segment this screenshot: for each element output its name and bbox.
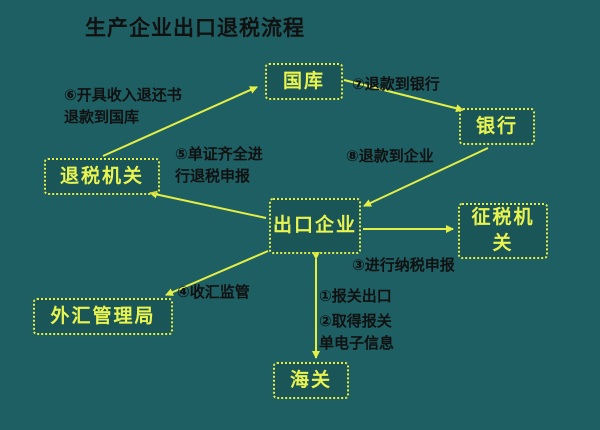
node-export-enterprise-label: 出口企业	[273, 214, 358, 237]
edge-label-step1: ①报关出口	[319, 287, 392, 305]
node-forex-admin: 外汇管理局	[33, 298, 173, 335]
edge-label-step2: ②取得报关 单电子信息	[319, 312, 395, 352]
node-forex-admin-label: 外汇管理局	[50, 304, 156, 327]
arrow-export-to-refund	[149, 190, 267, 219]
node-treasury: 国库	[265, 63, 343, 100]
edge-label-step3: ③进行纳税申报	[352, 256, 455, 274]
node-refund-authority: 退税机关	[44, 158, 160, 195]
page-title: 生产企业出口退税流程	[85, 16, 305, 40]
node-customs: 海关	[273, 362, 349, 399]
edge-label-step4: ④收汇监管	[177, 283, 250, 301]
node-bank-label: 银行	[475, 114, 518, 137]
node-bank: 银行	[459, 108, 535, 145]
node-tax-authority-label: 征税机关	[471, 206, 535, 254]
node-treasury-label: 国库	[282, 69, 325, 92]
node-export-enterprise: 出口企业	[269, 198, 361, 254]
node-tax-authority: 征税机关	[458, 203, 548, 259]
edge-label-step8: ⑧退款到企业	[346, 147, 434, 165]
edge-label-step7: ⑦退款到银行	[352, 75, 440, 93]
node-refund-authority-label: 退税机关	[59, 164, 144, 187]
edge-label-step5: ⑤单证齐全进 行退税申报	[175, 145, 263, 185]
node-customs-label: 海关	[289, 368, 332, 391]
edge-label-step6: ⑥开具收入退还书 退款到国库	[64, 86, 182, 126]
